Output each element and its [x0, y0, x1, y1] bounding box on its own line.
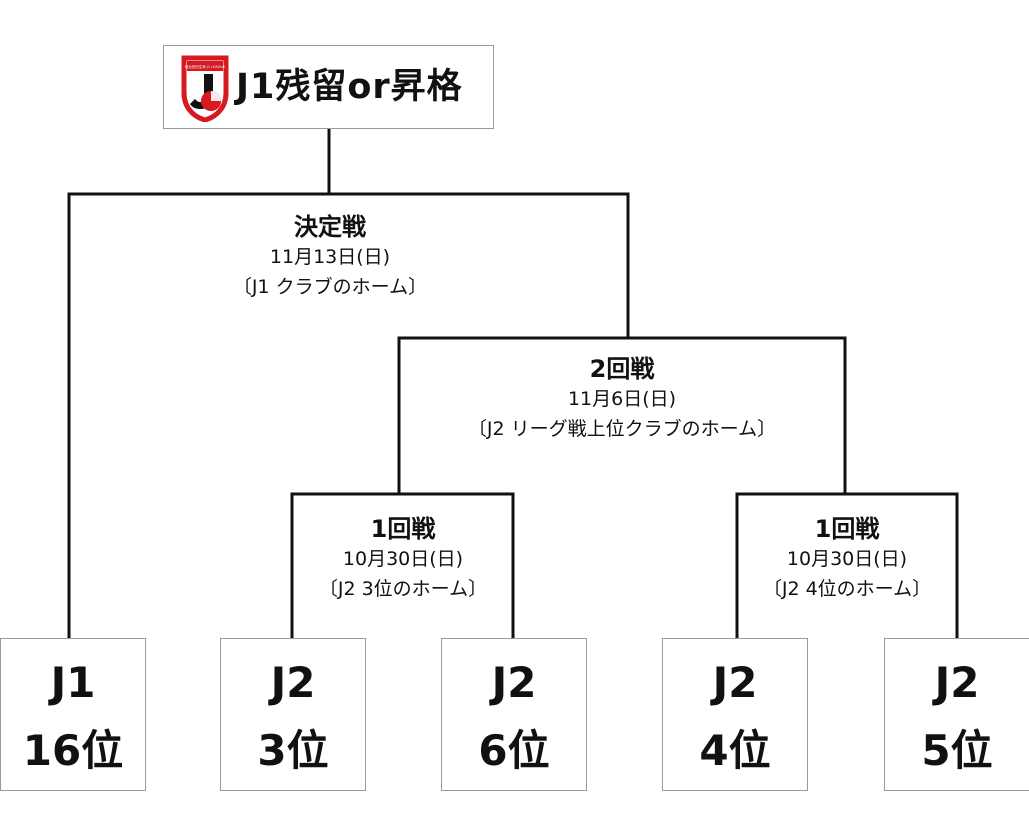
- second-round-label: 2回戦: [589, 355, 655, 383]
- team-box-j2-5: J2 5位: [884, 638, 1029, 791]
- final-date-label: 11月13日(日): [269, 246, 391, 268]
- final-match-label: 決定戦 11月13日(日) 〔J1 クラブのホーム〕: [206, 212, 454, 302]
- final-round-label: 決定戦: [294, 213, 366, 241]
- team-rank-label: 5位: [921, 726, 993, 775]
- logo-top-band: [187, 61, 223, 71]
- team-box-j1-16: J1 16位: [0, 638, 146, 791]
- team-league-label: J2: [934, 658, 980, 707]
- team-league-label: J2: [491, 658, 537, 707]
- title-box: 明治安田生命 J1 LEAGUE J1残留or昇格: [163, 45, 494, 129]
- team-box-j2-4: J2 4位: [662, 638, 808, 791]
- first-round-right-match-label: 1回戦 10月30日(日) 〔J2 4位のホーム〕: [748, 514, 946, 604]
- first-round-right-label: 1回戦: [814, 515, 880, 543]
- logo-small-text: 明治安田生命 J1 LEAGUE: [185, 64, 225, 69]
- team-rank-label: 16位: [22, 726, 124, 775]
- first-round-left-home-label: 〔J2 3位のホーム〕: [318, 578, 488, 600]
- team-rank-label: 4位: [699, 726, 771, 775]
- first-round-left-date-label: 10月30日(日): [342, 548, 464, 570]
- second-round-home-label: 〔J2 リーグ戦上位クラブのホーム〕: [467, 418, 777, 440]
- team-rank-label: 6位: [478, 726, 550, 775]
- second-round-date-label: 11月6日(日): [567, 388, 677, 410]
- team-box-j2-6: J2 6位: [441, 638, 587, 791]
- first-round-right-home-label: 〔J2 4位のホーム〕: [762, 578, 932, 600]
- title-text: J1残留or昇格: [236, 67, 463, 107]
- team-league-label: J2: [270, 658, 316, 707]
- team-box-j2-3: J2 3位: [220, 638, 366, 791]
- team-league-label: J1: [50, 658, 96, 707]
- first-round-right-date-label: 10月30日(日): [786, 548, 908, 570]
- logo-ball-highlight-icon: [211, 91, 221, 101]
- second-round-match-label: 2回戦 11月6日(日) 〔J2 リーグ戦上位クラブのホーム〕: [418, 354, 826, 444]
- team-rank-label: 3位: [257, 726, 329, 775]
- first-round-left-match-label: 1回戦 10月30日(日) 〔J2 3位のホーム〕: [304, 514, 502, 604]
- first-round-left-label: 1回戦: [370, 515, 436, 543]
- team-league-label: J2: [712, 658, 758, 707]
- j-league-logo: 明治安田生命 J1 LEAGUE: [181, 55, 229, 122]
- final-home-label: 〔J1 クラブのホーム〕: [232, 276, 428, 298]
